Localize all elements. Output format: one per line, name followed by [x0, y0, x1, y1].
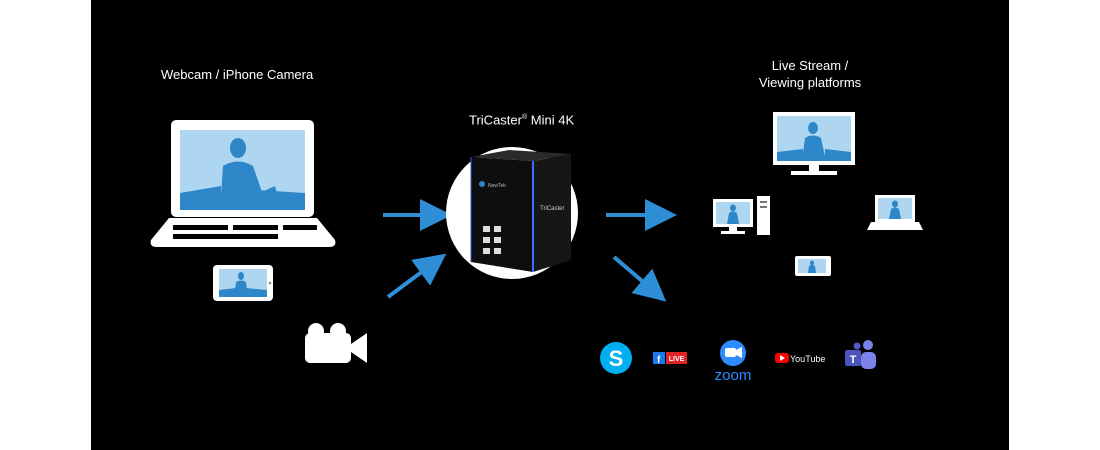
device-port-grid — [483, 226, 501, 254]
youtube-label: YouTube — [790, 354, 825, 364]
teams-icon: T — [845, 340, 876, 369]
facebook-live-icon: f LIVE — [653, 352, 687, 366]
phone-icon — [213, 265, 273, 301]
output-label-line1: Live Stream / — [771, 58, 849, 73]
diagram-graphics: NewTek TriCaster — [150, 112, 923, 384]
svg-text:S: S — [609, 346, 624, 371]
input-arrow-bottom — [386, 253, 447, 299]
laptop-icon — [150, 120, 336, 247]
device-maker-badge: NewTek — [488, 183, 506, 189]
registered-mark: ® — [521, 114, 528, 121]
monitor-icon — [773, 112, 855, 175]
zoom-label: zoom — [715, 367, 752, 384]
output-arrow-bottom — [612, 255, 667, 302]
person-silhouette — [180, 138, 305, 210]
video-camera-icon — [305, 323, 367, 363]
device-label: TriCaster® Mini 4K — [469, 109, 574, 128]
diagram-canvas: Webcam / iPhone Camera TriCaster® Mini 4… — [91, 0, 1009, 450]
laptop-small-icon — [867, 195, 923, 230]
skype-icon: S — [600, 342, 632, 374]
device-brand-label: TriCaster — [469, 112, 522, 128]
youtube-icon: YouTube — [775, 353, 825, 364]
device-model-label: Mini 4K — [530, 112, 575, 128]
device-face-brand: TriCaster — [540, 206, 564, 212]
zoom-icon: zoom — [715, 340, 752, 384]
svg-text:T: T — [850, 354, 857, 366]
source-label: Webcam / iPhone Camera — [161, 67, 314, 82]
desktop-pc-icon — [713, 196, 770, 235]
svg-text:f: f — [657, 355, 661, 366]
facebook-live-label: LIVE — [669, 356, 685, 363]
output-label-line2: Viewing platforms — [758, 75, 862, 90]
output-label: Live Stream / Viewing platforms — [740, 57, 880, 91]
tablet-icon — [795, 256, 831, 276]
tricaster-device-icon: NewTek TriCaster — [446, 147, 578, 279]
